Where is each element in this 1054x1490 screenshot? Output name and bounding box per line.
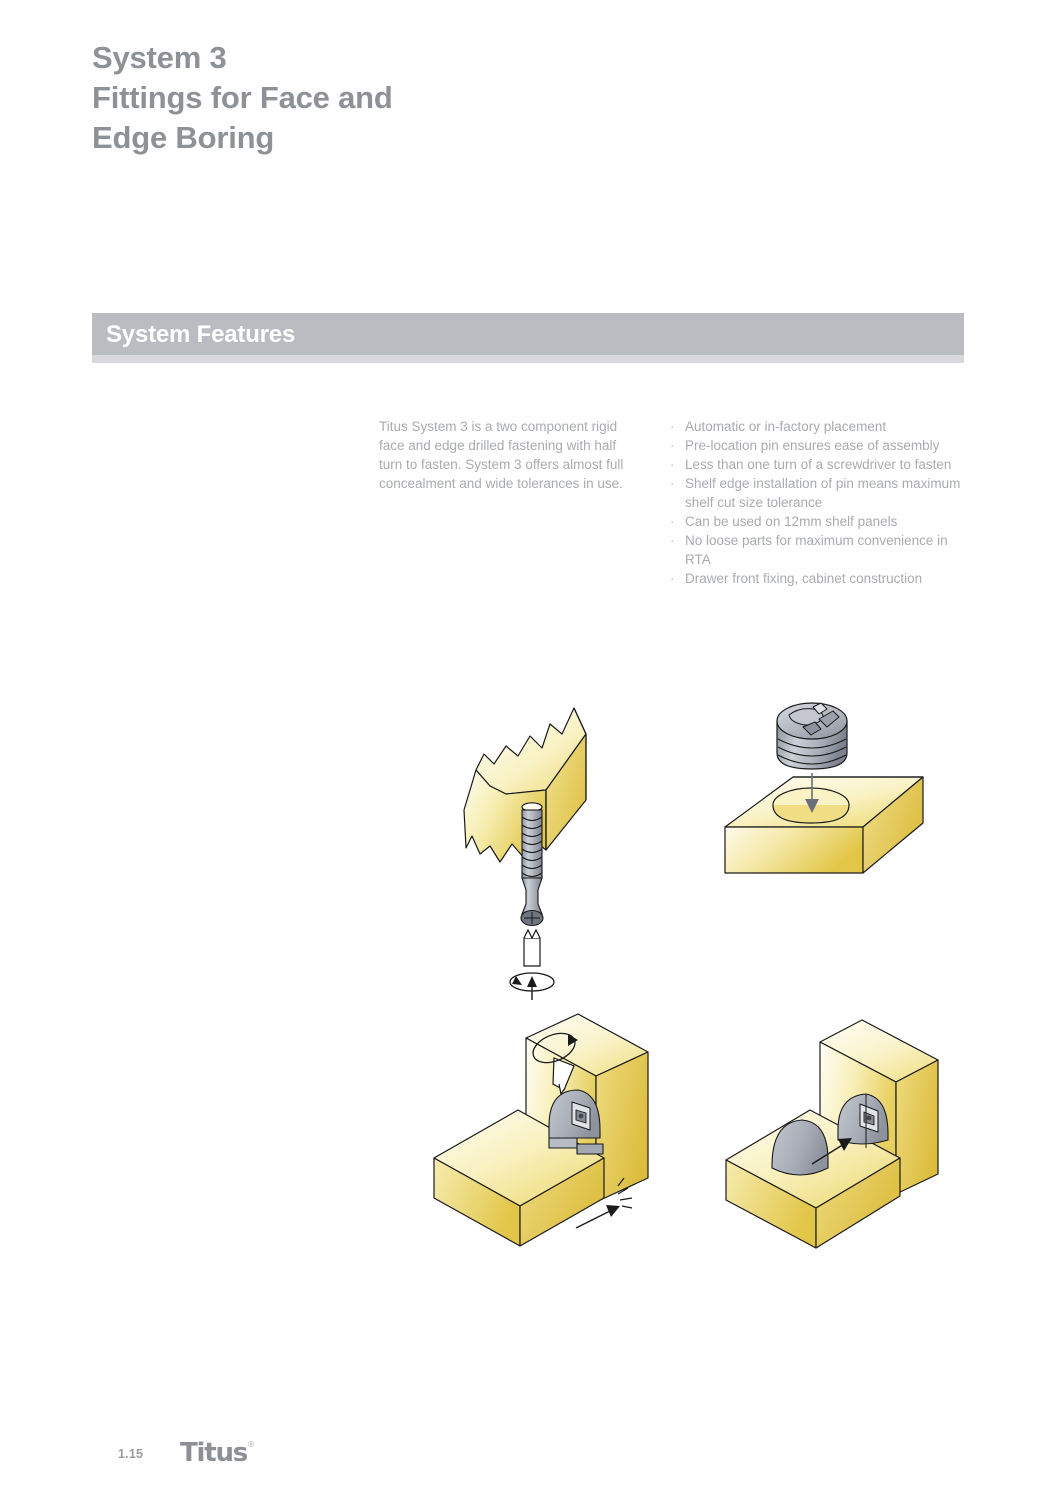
page-title-line-3: Edge Boring xyxy=(92,120,275,155)
bullet-dot-icon: · xyxy=(670,476,675,491)
feature-list-item: · Less than one turn of a screwdriver to… xyxy=(668,455,968,474)
feature-list-item-label: Automatic or in-factory placement xyxy=(685,419,887,434)
registered-trademark-icon: ® xyxy=(248,1440,255,1449)
section-banner: System Features xyxy=(92,313,964,355)
page-title-line-2: Fittings for Face and xyxy=(92,80,393,115)
page-number: 1.15 xyxy=(118,1447,144,1461)
feature-list-item: · No loose parts for maximum convenience… xyxy=(668,531,968,569)
feature-list-item-label: Less than one turn of a screwdriver to f… xyxy=(685,457,952,472)
feature-list-item: · Automatic or in-factory placement xyxy=(668,417,968,436)
feature-list-item: · Shelf edge installation of pin means m… xyxy=(668,474,968,512)
illustration-pin-insertion-into-shelf-edge xyxy=(463,707,587,1000)
feature-list-item: · Can be used on 12mm shelf panels xyxy=(668,512,968,531)
illustration-assembled-joint xyxy=(725,1019,939,1249)
feature-list-item-label: Shelf edge installation of pin means max… xyxy=(685,476,961,510)
feature-list-item-label: Can be used on 12mm shelf panels xyxy=(685,514,898,529)
feature-list-item-label: Drawer front fixing, cabinet constructio… xyxy=(685,571,923,586)
illustration-assembly-half-turn xyxy=(433,1013,649,1247)
section-banner-title: System Features xyxy=(106,321,296,348)
bullet-dot-icon: · xyxy=(670,457,675,472)
bullet-dot-icon: · xyxy=(670,438,675,453)
intro-paragraph: Titus System 3 is a two component rigid … xyxy=(379,419,624,491)
bullet-dot-icon: · xyxy=(670,533,675,548)
illustration-group xyxy=(0,690,1054,1270)
section-banner-underline xyxy=(92,355,964,363)
titus-logo: Titus ® xyxy=(180,1438,254,1468)
bullet-dot-icon: · xyxy=(670,571,675,586)
bullet-dot-icon: · xyxy=(670,514,675,529)
page-title-line-1: System 3 xyxy=(92,40,227,75)
feature-list: · Automatic or in-factory placement · Pr… xyxy=(668,417,968,588)
feature-list-item-label: Pre-location pin ensures ease of assembl… xyxy=(685,438,940,453)
illustration-cam-housing-insertion xyxy=(724,702,924,874)
titus-logo-wordmark: Titus xyxy=(180,1438,248,1468)
page-title: System 3 Fittings for Face and Edge Bori… xyxy=(92,38,792,158)
feature-list-item: · Drawer front fixing, cabinet construct… xyxy=(668,569,968,588)
feature-list-item-label: No loose parts for maximum convenience i… xyxy=(685,533,948,567)
feature-list-item: · Pre-location pin ensures ease of assem… xyxy=(668,436,968,455)
bullet-dot-icon: · xyxy=(670,419,675,434)
page-footer: 1.15 Titus ® xyxy=(92,1434,964,1480)
